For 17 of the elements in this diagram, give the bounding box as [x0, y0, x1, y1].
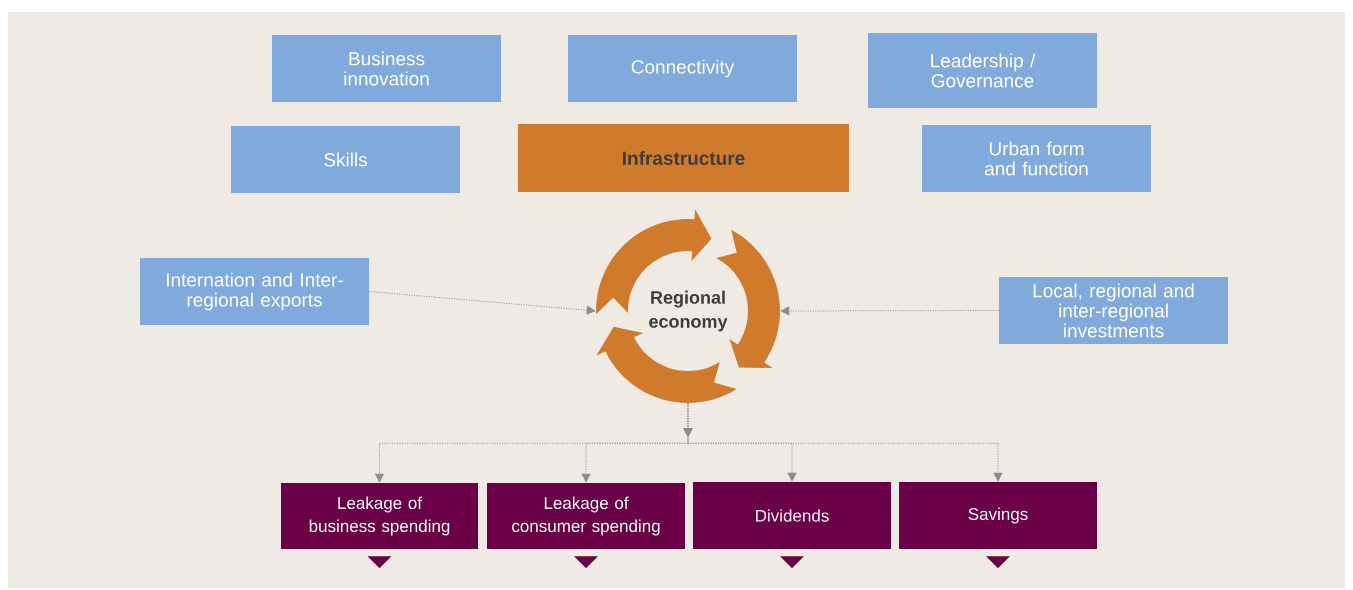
outflow-box: Savings: [899, 482, 1097, 549]
factor-box: Business innovation: [272, 35, 501, 102]
factor-box: Urban form and function: [922, 125, 1151, 192]
factor-box: Connectivity: [568, 35, 797, 102]
outflow-box: Dividends: [693, 482, 891, 549]
outflow-box: Leakage of business spending: [281, 483, 478, 549]
factor-box: Skills: [231, 126, 460, 193]
factor-box: Local, regional and inter-regional investments: [999, 277, 1228, 344]
arrow: [368, 291, 596, 315]
arrow: [683, 402, 1003, 482]
factor-box: Infrastructure: [518, 124, 849, 192]
node-label: economy: [649, 317, 728, 332]
outflow-box: Leakage of consumer spending: [487, 483, 685, 549]
arrow: [780, 306, 1000, 316]
cycle-ring: Regional economy: [596, 209, 780, 403]
factor-box: Internation and Inter-regional exports: [140, 258, 369, 325]
factor-box: Leadership / Governance: [868, 33, 1097, 108]
